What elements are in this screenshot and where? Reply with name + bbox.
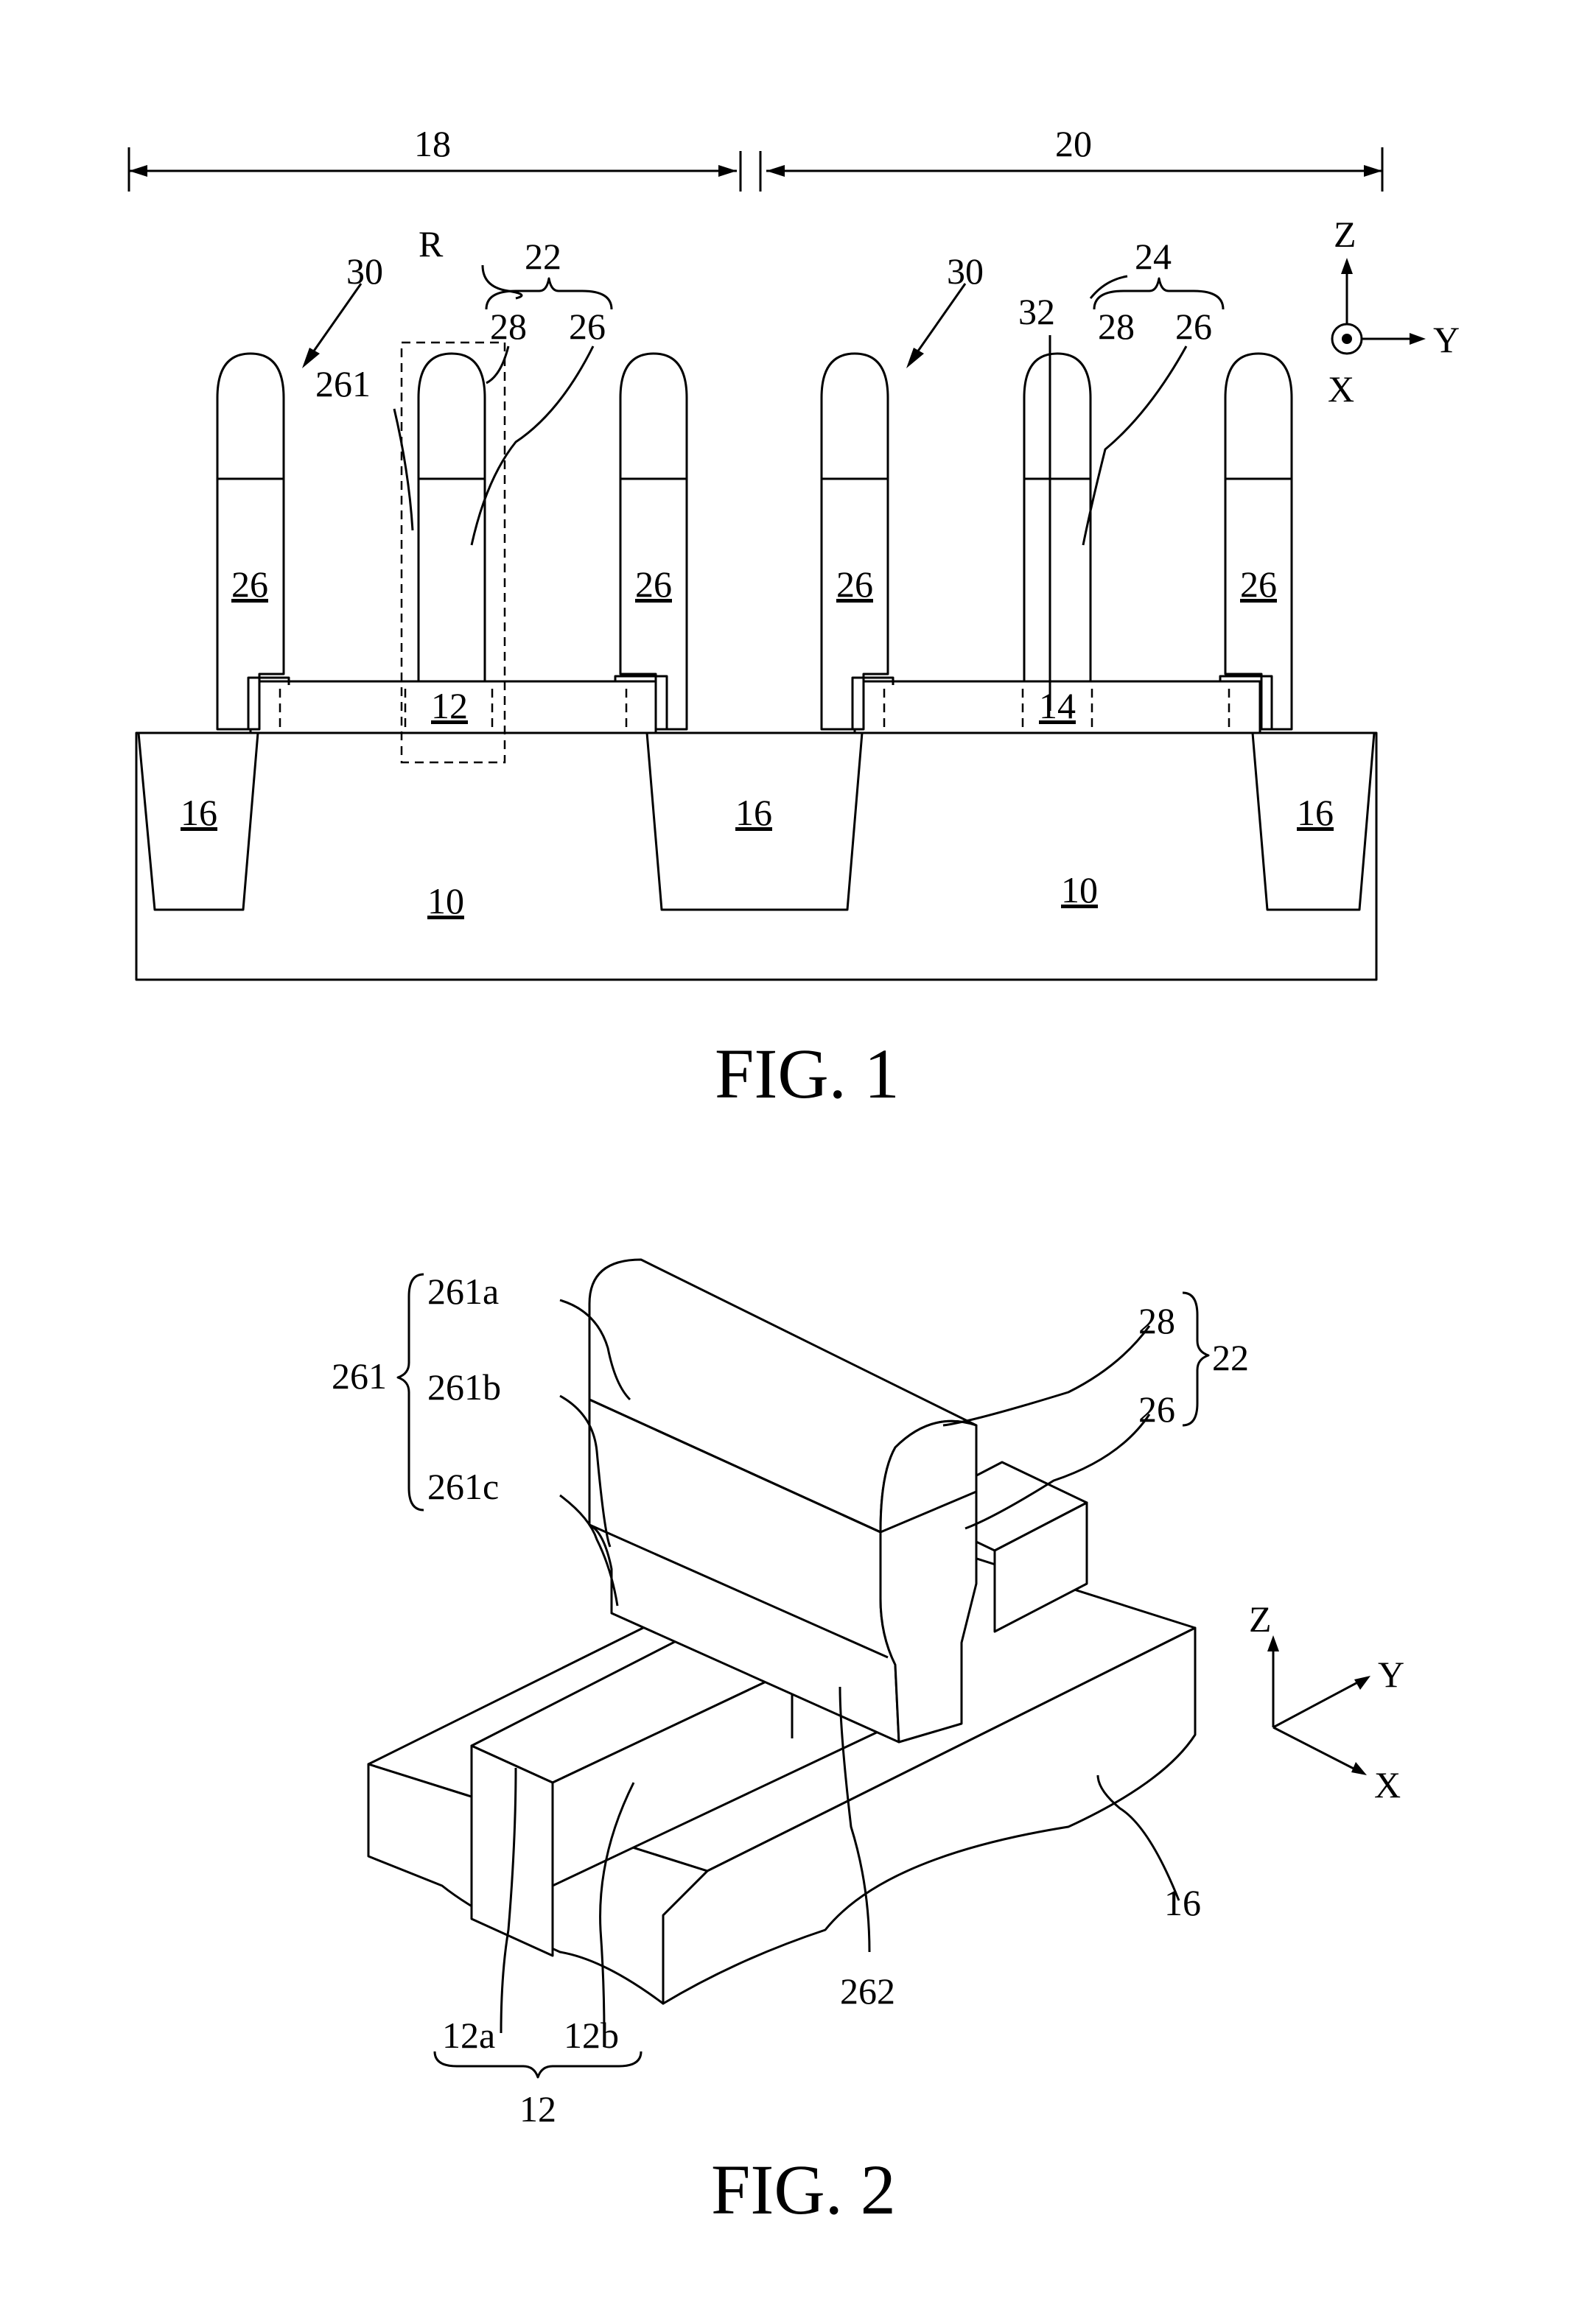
gate-label-26-6: 26	[1240, 564, 1277, 605]
dimension-lines: 18 20	[129, 123, 1382, 192]
label-30-right: 30	[947, 250, 984, 292]
axes-fig1: Z Y X	[1328, 214, 1460, 410]
label-26-fig2: 26	[1138, 1389, 1175, 1430]
label-12a: 12a	[442, 2015, 495, 2056]
gate-structures	[217, 354, 1292, 729]
gate-label-26-3: 26	[635, 564, 672, 605]
axis-x-label: X	[1328, 368, 1354, 410]
axis-x-label-fig2: X	[1374, 1764, 1401, 1805]
gate-label-26-1: 26	[231, 564, 268, 605]
label-24: 24	[1135, 236, 1172, 277]
label-261: 261	[315, 363, 371, 404]
trench-label-16-left: 16	[181, 792, 217, 833]
figure-2: 261a 261b 261c 261 28 26 22 262 16 12a 1…	[332, 1260, 1404, 2229]
label-262: 262	[840, 1970, 895, 2012]
figure-1: 18 20	[129, 123, 1460, 1113]
label-261: 261	[332, 1355, 387, 1397]
brace-22-fig2	[1183, 1293, 1208, 1425]
axis-z-label: Z	[1334, 214, 1356, 255]
fin-label-12: 12	[431, 685, 468, 726]
brace-261	[398, 1274, 424, 1510]
trench-label-16-right: 16	[1297, 792, 1334, 833]
label-26-right: 26	[1175, 306, 1212, 347]
substrate-label-10-right: 10	[1061, 869, 1098, 910]
figure-1-caption: FIG. 1	[715, 1034, 900, 1113]
substrate-label-10-left: 10	[427, 880, 464, 921]
label-28-fig2: 28	[1138, 1300, 1175, 1341]
label-12b: 12b	[564, 2015, 619, 2056]
region-label-18: 18	[414, 123, 451, 164]
label-26-left: 26	[569, 306, 606, 347]
label-261b: 261b	[427, 1366, 501, 1408]
fin-label-14: 14	[1039, 685, 1076, 726]
gate-label-26-4: 26	[836, 564, 873, 605]
label-R: R	[419, 223, 444, 264]
label-28-right: 28	[1098, 306, 1135, 347]
label-28-left: 28	[490, 306, 527, 347]
label-16-fig2: 16	[1164, 1882, 1201, 1923]
axes-fig2: Z Y X	[1249, 1598, 1404, 1805]
label-261a: 261a	[427, 1271, 499, 1312]
trench-label-16-mid: 16	[735, 792, 772, 833]
label-22-fig2: 22	[1212, 1337, 1249, 1378]
label-22: 22	[525, 236, 561, 277]
brace-24	[1094, 278, 1223, 309]
axis-z-label-fig2: Z	[1249, 1598, 1272, 1640]
label-12-fig2: 12	[519, 2088, 556, 2130]
label-30-left: 30	[346, 250, 383, 292]
region-label-20: 20	[1055, 123, 1092, 164]
axis-y-label-fig2: Y	[1378, 1654, 1404, 1695]
figure-2-caption: FIG. 2	[711, 2150, 896, 2229]
axis-y-label: Y	[1433, 319, 1460, 360]
label-32: 32	[1018, 291, 1055, 332]
brace-22	[486, 278, 612, 309]
label-261c: 261c	[427, 1466, 499, 1507]
